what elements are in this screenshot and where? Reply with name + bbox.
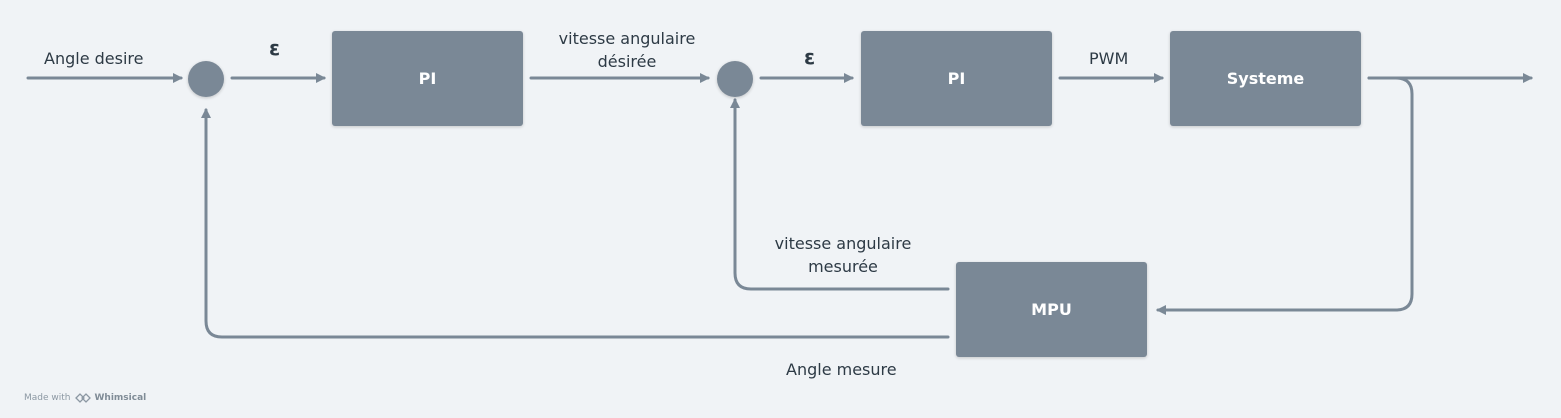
- vitesse-desiree-line2: désirée: [597, 52, 657, 71]
- epsilon-1-label: ε: [269, 36, 281, 60]
- feedback-to-mpu-arrow: [1156, 76, 1414, 315]
- vitesse-mesuree-arrow: [730, 98, 950, 291]
- angle-mesure-arrow: [201, 108, 950, 339]
- vitesse-desiree-line1: vitesse angulaire: [558, 29, 696, 48]
- vitesse-mesuree-label: vitesse angulaire mesurée: [761, 232, 925, 278]
- pi-outer-block[interactable]: PI: [332, 31, 523, 126]
- summing-junction-outer: [188, 61, 224, 97]
- whimsical-brand-text: Whimsical: [94, 393, 147, 403]
- vitesse-mesuree-line1: vitesse angulaire: [774, 234, 912, 253]
- pi-inner-block[interactable]: PI: [861, 31, 1052, 126]
- made-with-text: Made with: [24, 393, 71, 403]
- summing-junction-inner: [717, 61, 753, 97]
- angle-mesure-label: Angle mesure: [786, 360, 897, 379]
- made-with-whimsical[interactable]: Made with Whimsical: [24, 393, 146, 403]
- vitesse-desiree-label: vitesse angulaire désirée: [545, 27, 709, 73]
- whimsical-logo-icon: [74, 393, 91, 403]
- vitesse-mesuree-line2: mesurée: [808, 257, 878, 276]
- pwm-label: PWM: [1089, 49, 1129, 68]
- mpu-block[interactable]: MPU: [956, 262, 1147, 357]
- angle-desire-label: Angle desire: [44, 49, 144, 68]
- systeme-block[interactable]: Systeme: [1170, 31, 1361, 126]
- epsilon-2-label: ε: [804, 45, 816, 69]
